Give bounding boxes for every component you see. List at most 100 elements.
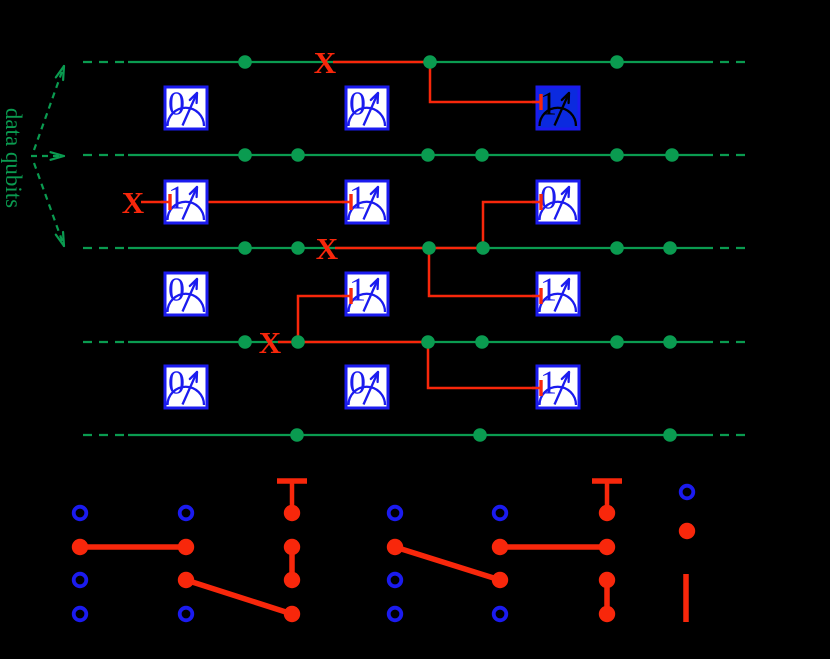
boundary-terminal bbox=[592, 478, 622, 506]
meter-dial-arc bbox=[538, 385, 578, 406]
meter-dial-arc bbox=[347, 385, 387, 406]
meter-dial-arc bbox=[166, 106, 206, 127]
meter-needle-arrowhead bbox=[188, 185, 199, 196]
detection-event-dot bbox=[283, 538, 301, 556]
data-qubit-arrow bbox=[32, 162, 66, 247]
detection-event-dot bbox=[598, 504, 616, 522]
meter-dial-arc bbox=[166, 200, 206, 221]
meter-needle-arrowhead bbox=[369, 91, 380, 102]
detection-event-dot bbox=[283, 571, 301, 589]
error-path bbox=[427, 248, 541, 298]
cnot-dot bbox=[421, 148, 435, 162]
arrowhead-icon bbox=[54, 64, 66, 79]
detection-event-dot bbox=[491, 571, 509, 589]
meter-needle-arrowhead bbox=[560, 277, 571, 288]
matching-graph-2 bbox=[386, 478, 622, 623]
matching-graph-1 bbox=[71, 478, 307, 623]
meter-box-highlighted bbox=[535, 85, 581, 131]
cnot-dot bbox=[475, 335, 489, 349]
matching-graphs bbox=[71, 478, 622, 623]
x-error-mark: X bbox=[122, 185, 145, 220]
boundary-terminal bbox=[277, 478, 307, 506]
meter-needle bbox=[553, 186, 571, 220]
meter-r2c1: 1 bbox=[344, 271, 390, 317]
meter-dial-arc bbox=[347, 292, 387, 313]
meter-dial-arc bbox=[538, 292, 578, 313]
meter-needle bbox=[362, 371, 380, 405]
detection-event-dot bbox=[283, 605, 301, 623]
detector-open-circle bbox=[386, 504, 404, 522]
meter-needle bbox=[181, 186, 199, 220]
cnot-dot bbox=[610, 148, 624, 162]
detection-event-dot bbox=[177, 538, 195, 556]
meter-r1c1: 1 bbox=[344, 179, 390, 225]
meter-r1c0: 1 bbox=[163, 179, 209, 225]
meter-dial-arc bbox=[166, 385, 206, 406]
cnot-dot bbox=[610, 335, 624, 349]
cnot-dot bbox=[291, 148, 305, 162]
cnot-dot bbox=[610, 55, 624, 69]
meter-dial-arc bbox=[347, 106, 387, 127]
arrowhead-icon bbox=[49, 151, 66, 158]
x-error-mark: X bbox=[316, 231, 339, 266]
error-path bbox=[335, 200, 541, 250]
meter-needle-arrowhead bbox=[369, 277, 380, 288]
detector-open-circle bbox=[491, 504, 509, 522]
meter-r0c1: 0 bbox=[344, 85, 390, 131]
legend-open-circle bbox=[678, 483, 696, 501]
meter-needle bbox=[181, 371, 199, 405]
detection-event-dot bbox=[598, 605, 616, 623]
matching-edge bbox=[183, 577, 295, 617]
meter-needle bbox=[362, 186, 380, 220]
arrowhead-icon bbox=[54, 233, 66, 248]
data-qubit-arrows bbox=[31, 64, 66, 248]
detection-event-dot bbox=[386, 538, 404, 556]
cnot-dot bbox=[421, 335, 435, 349]
meter-r2c2: 1 bbox=[535, 271, 581, 317]
meter-needle bbox=[362, 92, 380, 126]
matching-edge bbox=[392, 544, 503, 583]
data-qubit-arrow bbox=[32, 65, 66, 151]
cnot-dot bbox=[238, 241, 252, 255]
red-terminators bbox=[161, 94, 543, 396]
meter-needle bbox=[181, 92, 199, 126]
detector-open-circle bbox=[386, 605, 404, 623]
detection-event-dot bbox=[598, 538, 616, 556]
meter-needle-arrowhead bbox=[560, 91, 571, 102]
meter-dial-arc bbox=[347, 200, 387, 221]
legend-event-dot bbox=[678, 522, 696, 540]
detector-open-circle bbox=[71, 504, 89, 522]
cnot-dot bbox=[422, 241, 436, 255]
meter-needle bbox=[553, 371, 571, 405]
meter-needle bbox=[553, 92, 571, 126]
meter-r1c2: 0 bbox=[535, 179, 581, 225]
cnot-dot bbox=[610, 241, 624, 255]
meter-needle-arrowhead bbox=[188, 370, 199, 381]
cnot-dot bbox=[238, 148, 252, 162]
cnot-dot bbox=[475, 148, 489, 162]
detection-event-dot bbox=[283, 504, 301, 522]
meter-needle-arrowhead bbox=[369, 185, 380, 196]
cnot-dot bbox=[663, 241, 677, 255]
detection-event-dot bbox=[598, 571, 616, 589]
arrowhead-icon bbox=[61, 230, 66, 248]
cnot-dot bbox=[290, 428, 304, 442]
detection-event-dot bbox=[491, 538, 509, 556]
detector-open-circle bbox=[71, 605, 89, 623]
error-path bbox=[333, 60, 541, 104]
meter-dial-arc bbox=[538, 200, 578, 221]
error-path bbox=[296, 294, 351, 342]
cnot-dot bbox=[663, 335, 677, 349]
meter-needle bbox=[553, 278, 571, 312]
detector-open-circle bbox=[71, 571, 89, 589]
x-error-mark: X bbox=[259, 325, 282, 360]
meter-r2c0: 0 bbox=[163, 271, 209, 317]
meter-dial-arc bbox=[538, 106, 578, 127]
cnot-dot bbox=[665, 148, 679, 162]
meter-r3c2: 1 bbox=[535, 364, 581, 410]
detection-event-dot bbox=[177, 571, 195, 589]
